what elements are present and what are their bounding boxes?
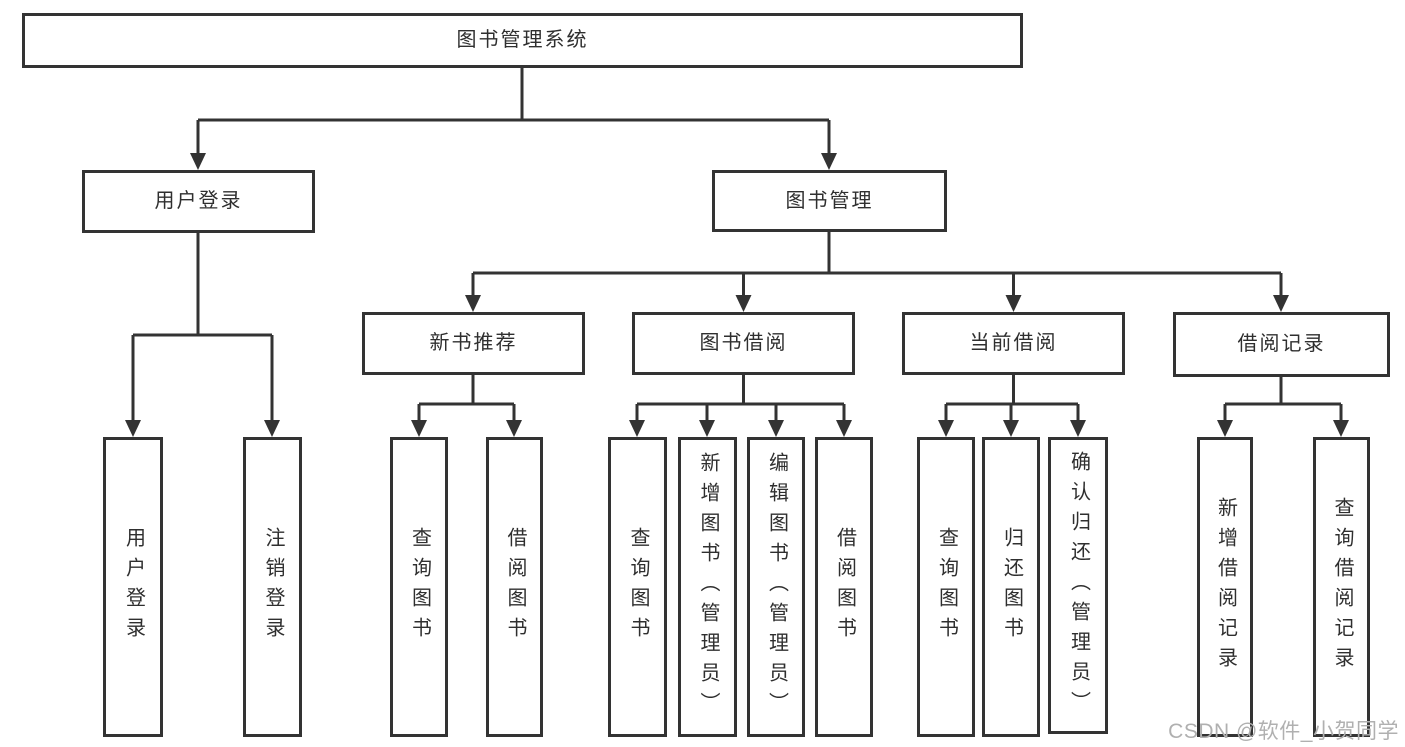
node-label: 用户登录 xyxy=(122,527,145,647)
node-label: 新增借阅记录 xyxy=(1214,497,1237,677)
node-label: 查询图书 xyxy=(935,527,958,647)
edge-book-mgmt-to-level3 xyxy=(471,232,1283,300)
node-label: 借阅图书 xyxy=(833,527,856,647)
node-leaf-query-borrow-record: 查询借阅记录 xyxy=(1313,437,1370,737)
node-user-login-branch: 用户登录 xyxy=(82,170,315,233)
arrow-down-icon xyxy=(938,420,954,437)
arrow-down-icon xyxy=(506,420,522,437)
node-leaf-borrow-books-recommend: 借阅图书 xyxy=(486,437,543,737)
arrow-down-icon xyxy=(1003,420,1019,437)
node-label: 查询图书 xyxy=(408,527,431,647)
node-label: 借阅记录 xyxy=(1237,333,1326,355)
arrow-down-icon xyxy=(190,153,206,170)
arrow-down-icon xyxy=(125,420,141,437)
arrow-down-icon xyxy=(411,420,427,437)
node-label: 查询图书 xyxy=(627,527,649,647)
arrow-down-icon xyxy=(1273,295,1289,312)
arrow-down-icon xyxy=(1217,420,1233,437)
arrow-down-icon xyxy=(735,295,752,312)
node-label: 查询借阅记录 xyxy=(1331,497,1353,677)
node-leaf-query-books-borrow: 查询图书 xyxy=(608,437,667,737)
arrow-down-icon xyxy=(1070,420,1086,437)
node-leaf-edit-books-admin: 编辑图书（管理员） xyxy=(747,437,805,737)
edge-book-borrow-to-children xyxy=(635,375,846,424)
node-label: 当前借阅 xyxy=(969,332,1058,354)
edge-new-book-rec-to-children xyxy=(417,375,516,424)
arrow-down-icon xyxy=(465,295,481,312)
node-label: 归还图书 xyxy=(1000,527,1023,647)
node-label: 用户登录 xyxy=(154,190,243,212)
node-leaf-add-books-admin: 新增图书（管理员） xyxy=(678,437,737,737)
node-label: 新增图书（管理员） xyxy=(697,452,719,722)
node-label: 图书借阅 xyxy=(699,332,788,354)
node-label: 图书管理系统 xyxy=(456,29,589,51)
node-label: 新书推荐 xyxy=(429,332,518,354)
edge-user-login-to-children xyxy=(131,233,274,424)
node-new-book-recommendation: 新书推荐 xyxy=(362,312,585,375)
node-leaf-logout: 注销登录 xyxy=(243,437,302,737)
arrow-down-icon xyxy=(1005,295,1022,312)
edge-borrow-record-to-children xyxy=(1223,375,1343,424)
node-leaf-user-login: 用户登录 xyxy=(103,437,163,737)
node-library-management-system: 图书管理系统 xyxy=(22,13,1023,68)
csdn-watermark: CSDN @软件_小贺同学 xyxy=(1168,720,1399,743)
node-leaf-query-books-current: 查询图书 xyxy=(917,437,975,737)
node-label: 图书管理 xyxy=(785,189,874,212)
node-leaf-confirm-return-admin: 确认归还（管理员） xyxy=(1048,437,1108,734)
edge-current-borrow-to-children xyxy=(944,375,1080,424)
node-borrowing-records: 借阅记录 xyxy=(1173,312,1390,377)
node-leaf-return-books: 归还图书 xyxy=(982,437,1040,737)
node-current-borrowing: 当前借阅 xyxy=(902,312,1125,375)
node-label: 借阅图书 xyxy=(504,527,526,647)
arrow-down-icon xyxy=(264,420,280,437)
arrow-down-icon xyxy=(768,420,784,437)
edge-root-to-level2 xyxy=(196,68,831,156)
node-leaf-borrow-books: 借阅图书 xyxy=(815,437,873,737)
node-label: 编辑图书（管理员） xyxy=(765,452,788,722)
arrow-down-icon xyxy=(836,420,852,437)
node-label: 确认归还（管理员） xyxy=(1067,450,1090,721)
node-book-borrowing: 图书借阅 xyxy=(632,312,855,375)
arrow-down-icon xyxy=(699,420,715,437)
node-leaf-add-borrow-record: 新增借阅记录 xyxy=(1197,437,1253,737)
node-leaf-query-books-recommend: 查询图书 xyxy=(390,437,448,737)
arrow-down-icon xyxy=(1333,420,1349,437)
arrow-down-icon xyxy=(821,153,837,170)
node-label: 注销登录 xyxy=(262,527,284,647)
node-book-management-branch: 图书管理 xyxy=(712,170,947,232)
arrow-down-icon xyxy=(629,420,645,437)
